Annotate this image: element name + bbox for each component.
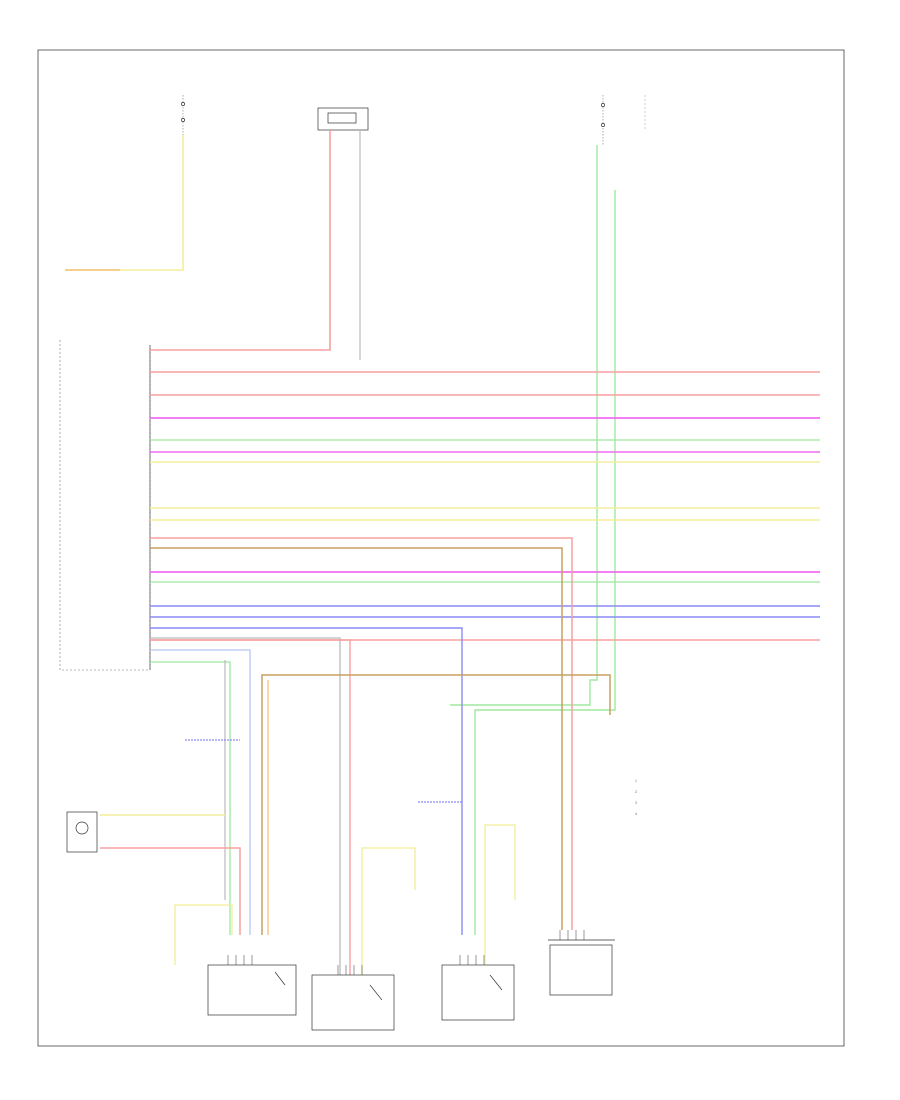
wire-green-right-1 bbox=[450, 145, 598, 706]
wire-green-down-1 bbox=[150, 661, 231, 935]
wire-yellow-lower-left bbox=[174, 904, 233, 965]
diagram-frame bbox=[37, 49, 845, 1047]
legend-key-3: 3 bbox=[635, 801, 637, 805]
legend-key-2: 2 bbox=[635, 790, 637, 794]
motor-3 bbox=[441, 964, 515, 1021]
wire-blue-down-1 bbox=[150, 627, 463, 935]
module-left bbox=[59, 340, 151, 671]
wire-red-down-1 bbox=[150, 537, 573, 930]
connector-top-center bbox=[317, 107, 369, 131]
wire-yellow-right bbox=[484, 824, 516, 965]
wire-yellow-center bbox=[361, 847, 416, 975]
wire-gray-down-1 bbox=[150, 637, 341, 975]
wire-red-down-2 bbox=[150, 639, 351, 975]
bus-lines bbox=[150, 371, 820, 641]
legend: 1 2 3 4 bbox=[635, 779, 637, 816]
connector-pins bbox=[227, 930, 585, 975]
wire-red-top-center bbox=[150, 130, 331, 351]
module-right bbox=[548, 939, 615, 996]
wire-lightblue-down-1 bbox=[150, 649, 251, 935]
motor-1 bbox=[207, 964, 297, 1016]
wire-brown-down-2 bbox=[261, 674, 611, 935]
motor-2 bbox=[311, 974, 395, 1031]
wire-red-sensor bbox=[100, 847, 241, 935]
wire-brown-down-1 bbox=[150, 547, 563, 930]
fuse-top-left bbox=[181, 95, 185, 135]
wire-green-right-2 bbox=[474, 190, 616, 935]
legend-key-4: 4 bbox=[635, 812, 637, 816]
sensor-left bbox=[66, 811, 98, 853]
wire-yellow-top bbox=[65, 135, 184, 271]
legend-key-1: 1 bbox=[635, 779, 637, 783]
fuse-top-right bbox=[601, 95, 646, 145]
